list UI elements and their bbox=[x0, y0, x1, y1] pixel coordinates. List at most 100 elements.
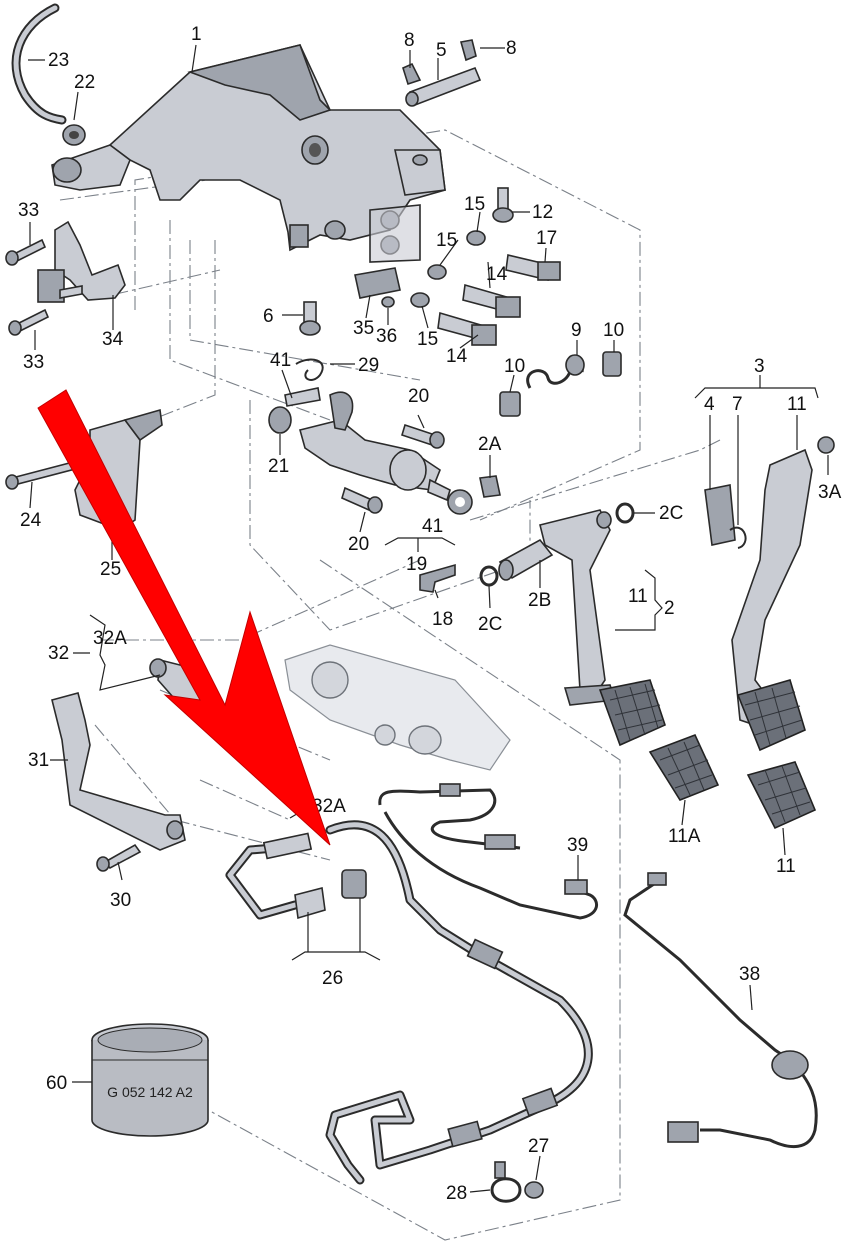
label-2: 2 bbox=[664, 598, 675, 619]
bolt-33-a bbox=[5, 238, 47, 266]
label-39: 39 bbox=[567, 835, 588, 856]
switch-14-b bbox=[437, 311, 497, 346]
label-32A-b: 32A bbox=[312, 796, 346, 817]
label-41-a: 41 bbox=[270, 350, 291, 371]
label-25: 25 bbox=[100, 559, 121, 580]
label-19: 19 bbox=[406, 554, 427, 575]
label-11A: 11A bbox=[668, 826, 701, 847]
pedal-pad-11A bbox=[648, 733, 720, 801]
cable-38 bbox=[623, 872, 818, 1149]
switch-14-a bbox=[462, 283, 521, 318]
ring-2C-a bbox=[615, 502, 635, 524]
label-15-c: 15 bbox=[417, 329, 438, 350]
sensor-line-39 bbox=[378, 783, 599, 920]
pin-41-a bbox=[284, 387, 321, 407]
label-3: 3 bbox=[754, 356, 765, 377]
pad-texture-3 bbox=[744, 687, 803, 746]
label-22: 22 bbox=[74, 72, 95, 93]
pin-5 bbox=[405, 66, 482, 107]
label-28: 28 bbox=[446, 1183, 467, 1204]
grommet-22 bbox=[62, 124, 86, 146]
label-11-b: 11 bbox=[628, 586, 648, 607]
retainer-29 bbox=[295, 358, 324, 381]
label-20-b: 20 bbox=[348, 534, 369, 555]
label-2C-b: 2C bbox=[478, 614, 502, 635]
bracket-31 bbox=[51, 692, 186, 851]
label-24: 24 bbox=[20, 510, 42, 531]
master-cylinder-19 bbox=[268, 391, 473, 515]
label-14-a: 14 bbox=[486, 264, 508, 285]
label-9: 9 bbox=[571, 320, 582, 341]
red-pointer-arrow bbox=[37, 389, 331, 846]
label-8-b: 8 bbox=[506, 38, 517, 59]
label-33-a: 33 bbox=[18, 200, 39, 221]
label-23: 23 bbox=[48, 50, 69, 71]
label-8-a: 8 bbox=[404, 30, 415, 51]
spring-9 bbox=[526, 354, 585, 389]
clutch-pedal-2 bbox=[539, 509, 666, 747]
clip-15-a bbox=[466, 230, 486, 246]
label-7: 7 bbox=[732, 394, 743, 415]
label-60: 60 bbox=[46, 1073, 67, 1094]
pad-texture-2 bbox=[609, 683, 663, 741]
label-21: 21 bbox=[268, 456, 289, 477]
label-35: 35 bbox=[353, 318, 374, 339]
label-12: 12 bbox=[532, 202, 553, 223]
label-4: 4 bbox=[704, 394, 715, 415]
ring-2C-b bbox=[479, 565, 499, 587]
label-10-b: 10 bbox=[504, 356, 525, 377]
pedal-bracket-1 bbox=[51, 44, 446, 263]
label-26: 26 bbox=[322, 968, 343, 989]
screw-36 bbox=[381, 296, 395, 308]
label-11-c: 11 bbox=[776, 856, 796, 877]
label-2B: 2B bbox=[528, 590, 551, 611]
switch-17 bbox=[505, 254, 561, 281]
clip-2A bbox=[479, 475, 501, 498]
label-33-b: 33 bbox=[23, 352, 44, 373]
can-marking: G 052 142 A2 bbox=[107, 1084, 193, 1100]
bolt-20-b bbox=[341, 486, 383, 514]
label-15-b: 15 bbox=[436, 230, 457, 251]
label-14-b: 14 bbox=[446, 346, 468, 367]
label-29: 29 bbox=[358, 355, 379, 376]
bolt-20-a bbox=[401, 423, 445, 449]
label-1: 1 bbox=[191, 24, 202, 45]
pedal-pad-11 bbox=[746, 761, 817, 830]
gearbox-housing bbox=[284, 644, 511, 771]
part-labels: 1 23 22 8 5 8 12 15 17 15 14 33 34 33 6 … bbox=[18, 24, 842, 1204]
clip-8-a bbox=[402, 62, 422, 86]
label-11-a: 11 bbox=[787, 394, 807, 415]
label-17: 17 bbox=[536, 228, 557, 249]
label-2C-a: 2C bbox=[659, 503, 683, 524]
label-18: 18 bbox=[432, 609, 453, 630]
label-27: 27 bbox=[528, 1136, 549, 1157]
brake-pedal-3 bbox=[704, 436, 835, 752]
leader-lines bbox=[28, 44, 829, 1193]
label-34: 34 bbox=[102, 329, 124, 350]
label-36: 36 bbox=[376, 326, 397, 347]
clamp-28 bbox=[490, 1161, 522, 1203]
bolt-6 bbox=[299, 301, 321, 336]
label-30: 30 bbox=[110, 890, 131, 911]
label-32: 32 bbox=[48, 643, 69, 664]
bushing-2B bbox=[498, 538, 554, 581]
label-41-b: 41 bbox=[422, 516, 443, 537]
clip-10-b bbox=[499, 391, 521, 417]
clip-18 bbox=[419, 563, 456, 593]
label-15-a: 15 bbox=[464, 194, 485, 215]
label-2A: 2A bbox=[478, 434, 502, 455]
label-5: 5 bbox=[436, 40, 447, 61]
clip-15-c bbox=[410, 292, 430, 308]
bolt-30 bbox=[96, 843, 142, 872]
grease-can-60: G 052 142 A2 bbox=[91, 1023, 209, 1137]
label-32A-a: 32A bbox=[93, 628, 127, 649]
clip-10-a bbox=[602, 351, 622, 377]
label-10-a: 10 bbox=[603, 320, 624, 341]
bolt-12 bbox=[492, 187, 514, 223]
label-20-a: 20 bbox=[408, 386, 429, 407]
label-38: 38 bbox=[739, 964, 760, 985]
clutch-line-26 bbox=[225, 820, 593, 1185]
clip-8-b bbox=[459, 39, 477, 62]
label-31: 31 bbox=[28, 750, 49, 771]
